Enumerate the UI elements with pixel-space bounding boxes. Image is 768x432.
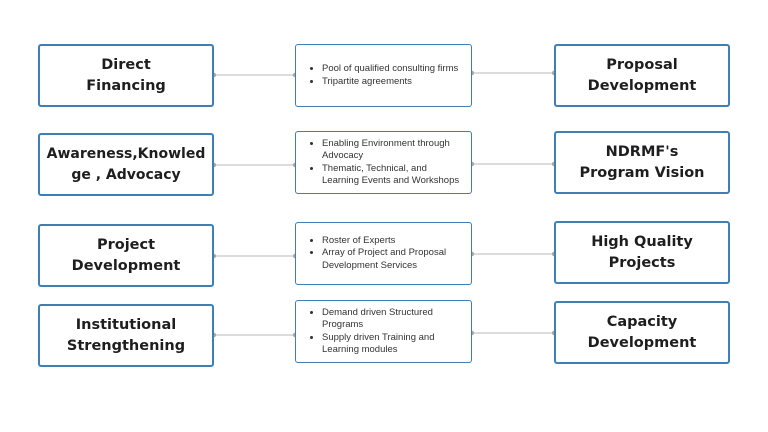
bullet-item: Demand driven Structured Programs [322, 307, 465, 332]
middle-box-4: Demand driven Structured Programs Supply… [295, 300, 472, 363]
bullet-item: Enabling Environment through Advocacy [322, 138, 465, 163]
bullet-item: Roster of Experts [322, 235, 465, 248]
bullet-item: Supply driven Training and Learning modu… [322, 332, 465, 357]
right-box-capacity-development: Capacity Development [554, 301, 730, 364]
left-box-institutional-strengthening: Institutional Strengthening [38, 304, 214, 367]
right-box-label: High Quality Projects [591, 233, 693, 271]
left-box-awareness: Awareness,Knowledge , Advocacy [38, 133, 214, 196]
bullet-list: Roster of Experts Array of Project and P… [296, 235, 471, 273]
left-box-label: Institutional Strengthening [66, 316, 186, 354]
right-box-proposal-development: Proposal Development [554, 44, 730, 107]
left-box-label: Direct Financing [86, 56, 166, 94]
left-box-label: Awareness,Knowledge , Advocacy [46, 145, 206, 183]
right-box-label: Capacity Development [587, 313, 697, 351]
bullet-list: Enabling Environment through Advocacy Th… [296, 138, 471, 188]
middle-box-1: Pool of qualified consulting firms Tripa… [295, 44, 472, 107]
middle-box-3: Roster of Experts Array of Project and P… [295, 222, 472, 285]
bullet-list: Pool of qualified consulting firms Tripa… [296, 63, 464, 88]
right-box-high-quality-projects: High Quality Projects [554, 221, 730, 284]
bullet-item: Pool of qualified consulting firms [322, 63, 458, 76]
bullet-item: Array of Project and Proposal Developmen… [322, 247, 465, 272]
bullet-item: Thematic, Technical, and Learning Events… [322, 163, 465, 188]
left-box-direct-financing: Direct Financing [38, 44, 214, 107]
right-box-label: NDRMF's Program Vision [579, 143, 705, 181]
bullet-list: Demand driven Structured Programs Supply… [296, 307, 471, 357]
right-box-label: Proposal Development [587, 56, 697, 94]
right-box-program-vision: NDRMF's Program Vision [554, 131, 730, 194]
left-box-project-development: Project Development [38, 224, 214, 287]
middle-box-2: Enabling Environment through Advocacy Th… [295, 131, 472, 194]
bullet-item: Tripartite agreements [322, 76, 458, 89]
left-box-label: Project Development [71, 236, 181, 274]
